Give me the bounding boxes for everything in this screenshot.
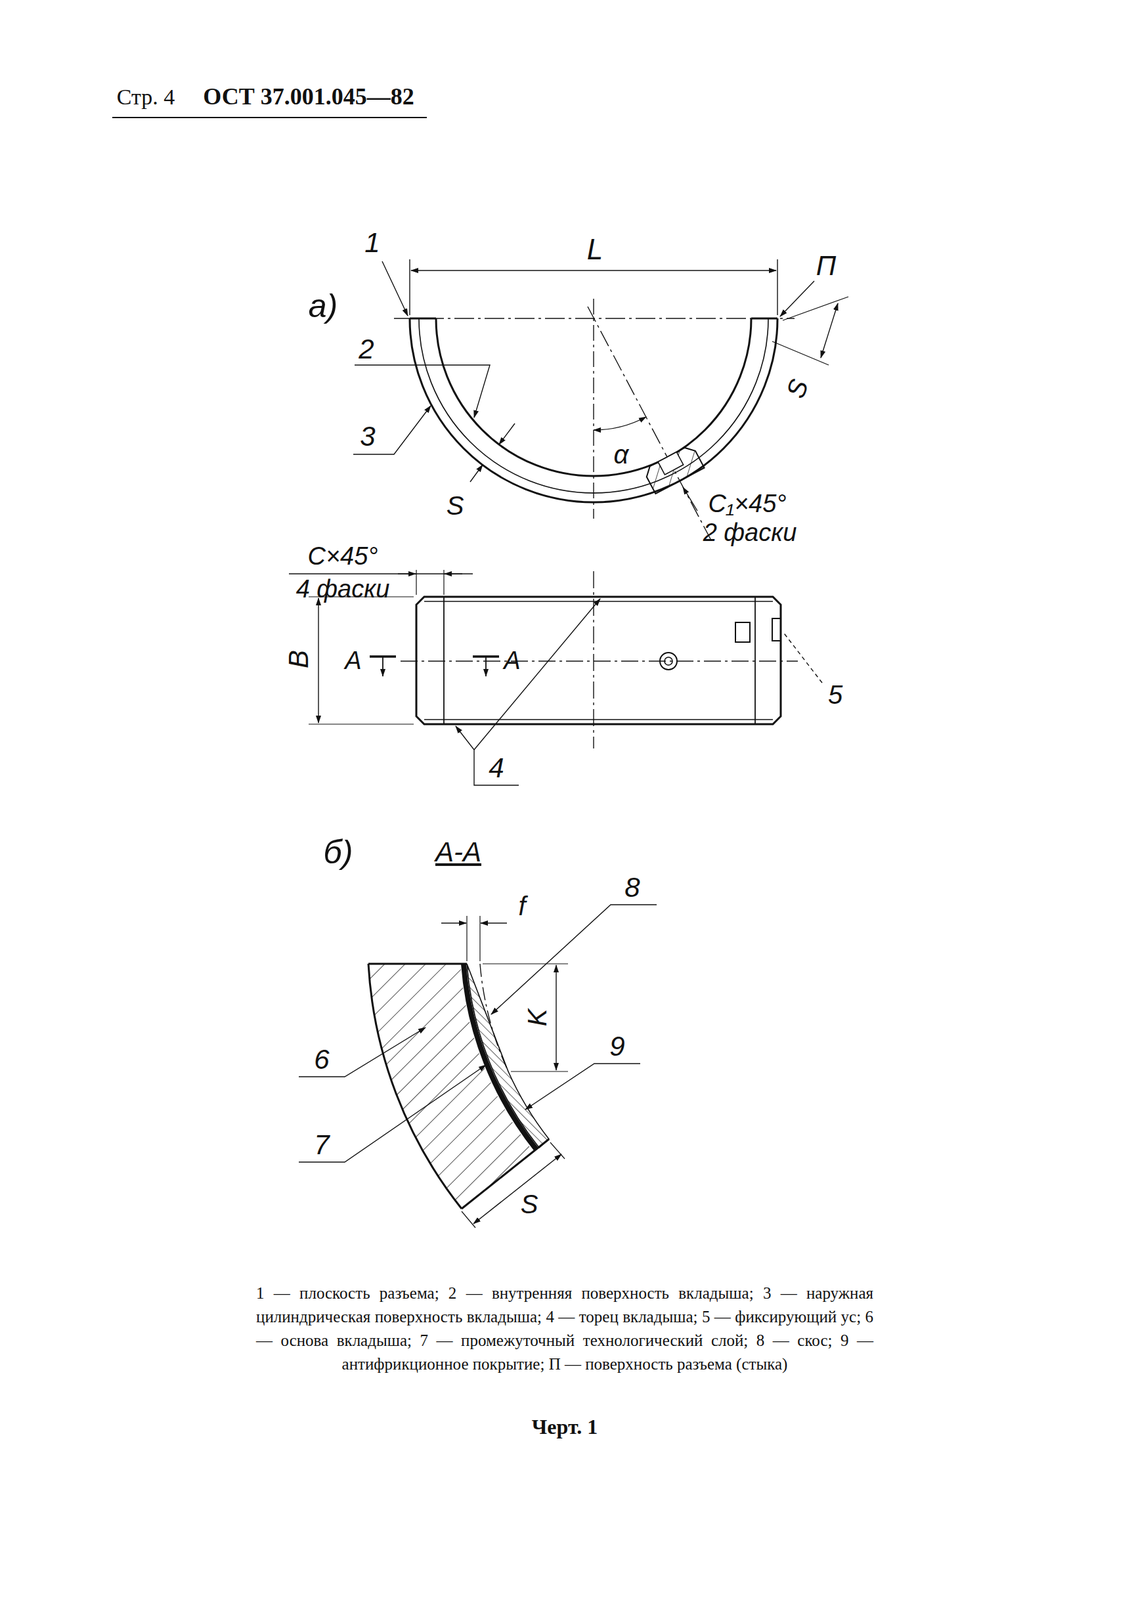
callout-label: 6 (313, 1044, 329, 1075)
figure-caption: Черт. 1 (531, 1415, 598, 1439)
callout-label: 2 фаски (703, 519, 798, 547)
callout-label: 5 (828, 680, 843, 710)
callout-label: C₁×45° (707, 490, 787, 519)
callout-label: S (446, 491, 465, 521)
callout-label: 4 (488, 753, 504, 784)
callout-label: П (816, 250, 836, 282)
callout-label: 1 (364, 227, 380, 259)
callout-label: В (283, 650, 314, 669)
callout-label: 9 (609, 1031, 625, 1062)
callout-label: А (344, 647, 362, 676)
callout-label: 7 (313, 1130, 329, 1161)
callout-label: S (520, 1189, 539, 1219)
callout-label: K (522, 1009, 552, 1027)
callout-label: f (518, 891, 526, 921)
callout-label: C×45° (307, 543, 378, 571)
legend-note: 1 — плоскость разъема; 2 — внутренняя по… (256, 1281, 874, 1377)
page-header: Стр. 4 (116, 84, 176, 110)
page-header: ОСТ 37.001.045—82 (202, 84, 414, 111)
callout-label: S (780, 375, 814, 402)
callout-label: 4 фаски (296, 575, 391, 604)
callout-label: б) (323, 834, 354, 871)
callout-label: 2 (358, 334, 374, 365)
callout-label: 8 (624, 872, 640, 903)
callout-label: а) (308, 288, 338, 325)
callout-label: α (613, 439, 630, 469)
callout-label: 3 (359, 421, 375, 452)
callout-label: А (503, 647, 521, 676)
callout-label: L (587, 233, 603, 266)
callout-label: А-А (435, 837, 482, 868)
